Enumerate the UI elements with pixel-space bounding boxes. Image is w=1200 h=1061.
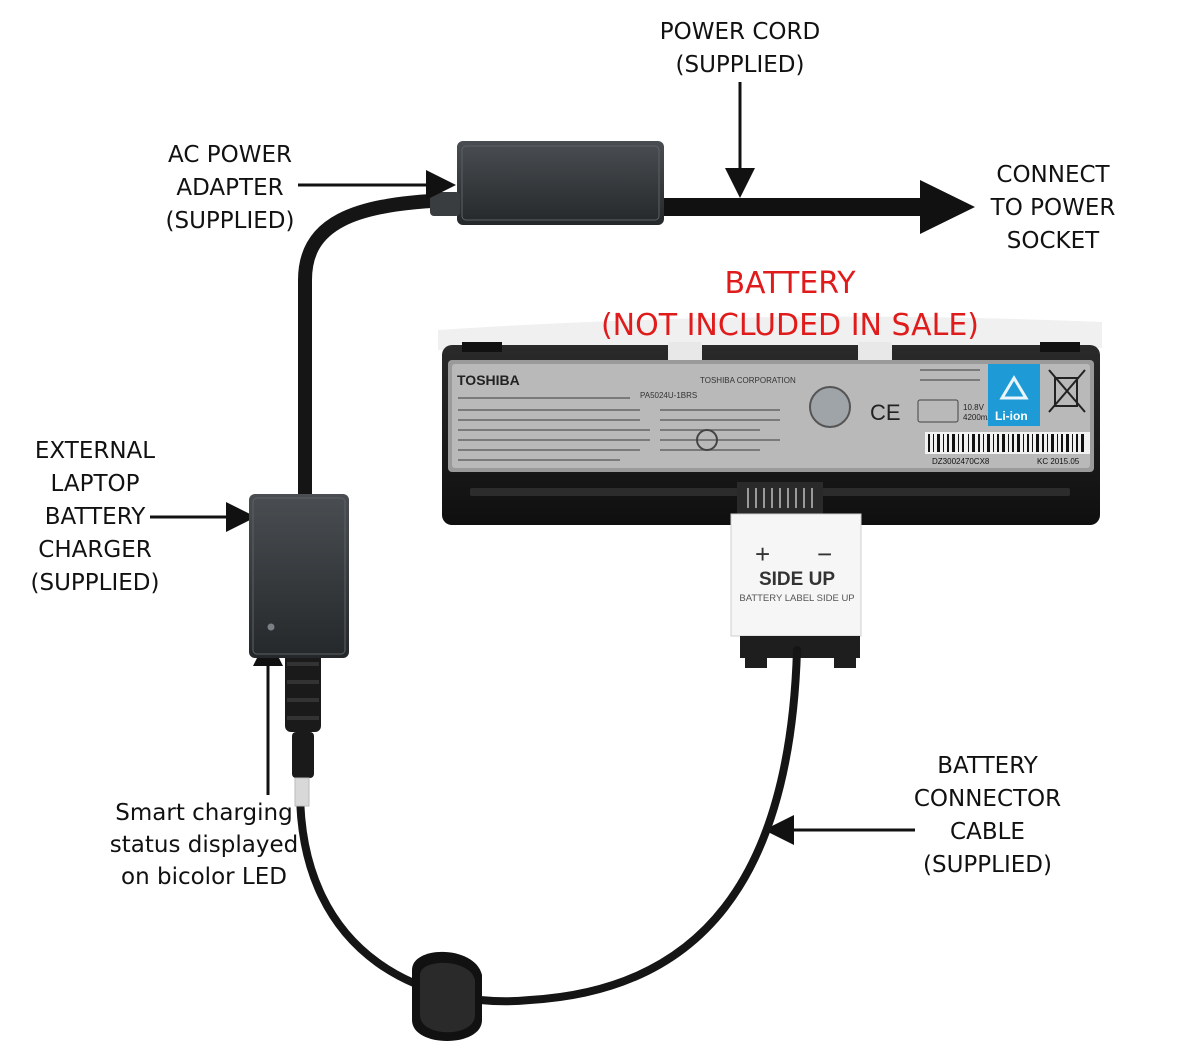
connector-pins xyxy=(747,488,813,508)
ce-mark: CE xyxy=(870,400,901,425)
battery-brand-footer: TOSHIBA CORPORATION xyxy=(700,376,796,385)
battery-part-number: PA5024U-1BRS xyxy=(640,391,697,400)
battery-connector: + − SIDE UP BATTERY LABEL SIDE UP xyxy=(730,482,862,668)
velcro-cable-tie xyxy=(412,951,482,1041)
external-laptop-battery-charger xyxy=(249,494,349,658)
weee-bin-icon xyxy=(1048,369,1086,413)
connector-label-side-up: BATTERY LABEL SIDE UP xyxy=(739,593,854,604)
battery-connector-cable-label: BATTERY CONNECTOR CABLE (SUPPLIED) xyxy=(913,753,1062,878)
ac-power-adapter xyxy=(430,141,664,225)
connector-side-up: SIDE UP xyxy=(759,569,835,590)
charger-strain-relief xyxy=(285,652,321,807)
connector-minus-sign: − xyxy=(817,539,832,569)
adapter-to-charger-cable xyxy=(298,193,465,517)
battery-serial: DZ3002470CX8 xyxy=(932,457,990,466)
battery-capacity: 4200mAh xyxy=(963,413,997,422)
ul-mark-icon xyxy=(696,429,718,451)
led-status-label: Smart charging status displayed on bicol… xyxy=(109,800,299,890)
recycle-seal-icon xyxy=(809,386,851,428)
external-charger-label: EXTERNAL LAPTOP BATTERY CHARGER (SUPPLIE… xyxy=(30,438,160,596)
power-cord-arrowhead xyxy=(920,180,975,234)
battery-pack: TOSHIBA TOSHIBA CORPORATION PA5024U-1BRS xyxy=(438,316,1102,525)
ac-power-adapter-label: AC POWER ADAPTER (SUPPLIED) xyxy=(165,142,295,234)
power-socket-label: CONNECT TO POWER SOCKET xyxy=(990,162,1116,254)
battery-connector-cable xyxy=(295,646,801,1006)
battery-brand: TOSHIBA xyxy=(457,372,520,388)
li-ion-badge xyxy=(988,364,1040,426)
barcode xyxy=(925,432,1090,454)
battery-date-code: KC 2015.05 xyxy=(1037,457,1080,466)
power-cord-label: POWER CORD (SUPPLIED) xyxy=(659,19,821,78)
battery-voltage: 10.8V xyxy=(963,403,985,412)
battery-not-included-label: BATTERY (NOT INCLUDED IN SALE) xyxy=(600,266,980,343)
bicolor-led-icon xyxy=(267,623,275,631)
connector-plus-sign: + xyxy=(755,539,770,569)
battery-fine-print xyxy=(458,369,980,461)
recycle-arrows-icon xyxy=(999,375,1029,400)
li-ion-label: Li-ion xyxy=(995,409,1028,423)
